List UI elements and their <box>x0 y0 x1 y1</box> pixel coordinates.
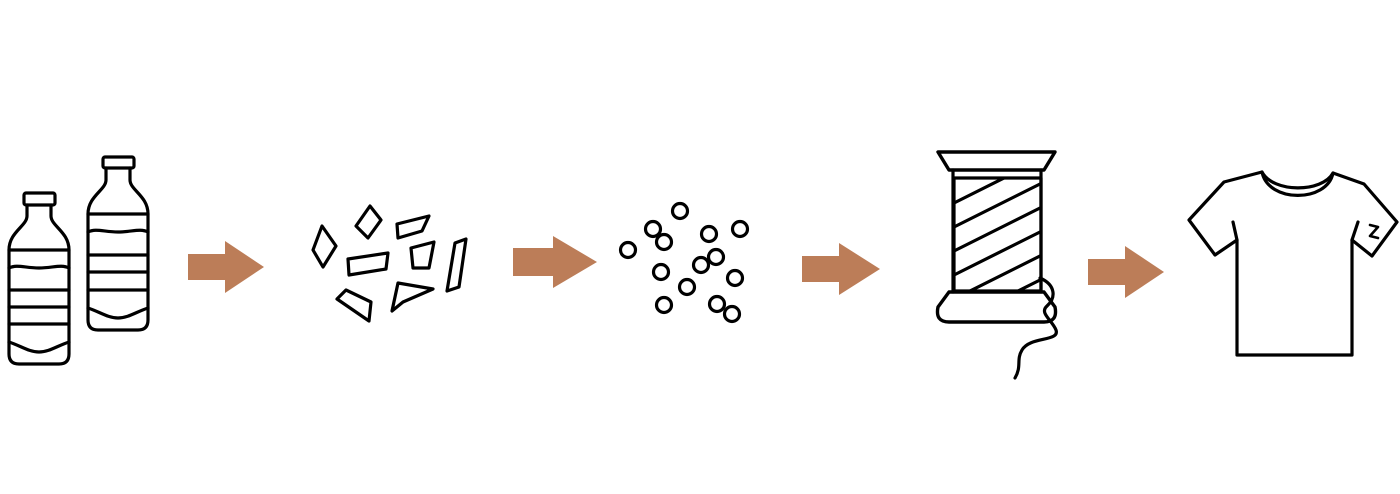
plastic-flakes-icon <box>311 204 468 323</box>
arrow-2 <box>513 236 597 288</box>
t-shirt-icon <box>1187 170 1399 357</box>
plastic-bottles-icon <box>7 155 150 366</box>
arrow-4 <box>1088 246 1164 298</box>
bottle-front <box>7 191 71 366</box>
arrow-1 <box>188 241 264 293</box>
arrow-3 <box>802 243 880 295</box>
thread-spool-icon <box>935 150 1058 380</box>
pellets-icon <box>618 201 750 324</box>
bottle-back <box>86 155 150 332</box>
